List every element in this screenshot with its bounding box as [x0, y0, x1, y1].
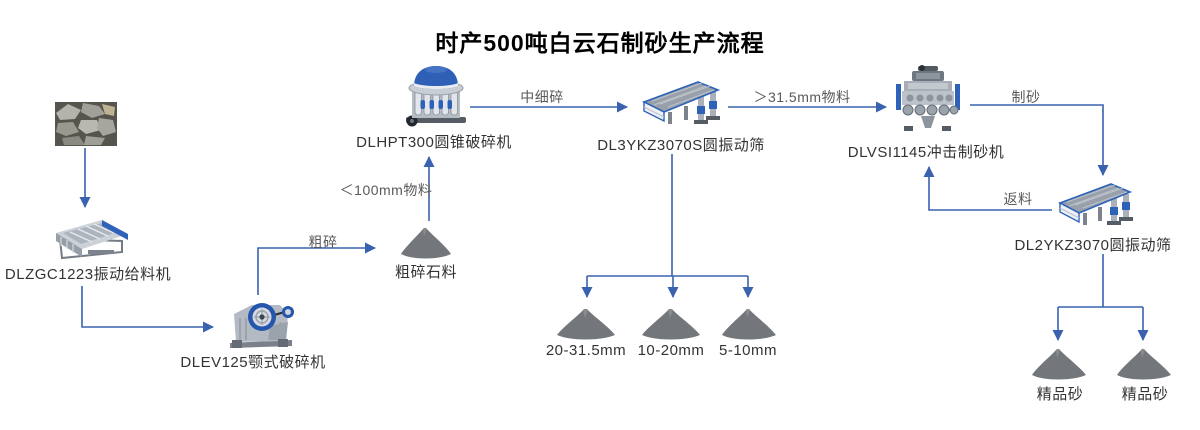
pile-10-20-label: 10-20mm: [637, 342, 705, 359]
connector-screen2-return-vsi: [923, 166, 1052, 211]
flow-label-sand-making: 制砂: [1011, 89, 1041, 105]
cone-crusher-label: DLHPT300圆锥破碎机: [356, 134, 512, 151]
coarse-pile-image: [400, 226, 452, 260]
connector-jaw-to-coarsepile: [257, 242, 376, 295]
cone-crusher-image: [399, 62, 471, 128]
jaw-crusher-label: DLEV125颚式破碎机: [180, 354, 326, 371]
fine-sand-right-label: 精品砂: [1121, 386, 1169, 403]
flow-label-return-material: 返料: [1003, 191, 1033, 207]
raw-material-image: [55, 102, 117, 146]
connector-feeder-to-jaw: [81, 286, 214, 333]
connector-vsi-to-screen2: [970, 104, 1109, 176]
flow-label-over-315mm: ＞31.5mm物料: [753, 89, 851, 105]
sand-maker-image: [892, 64, 964, 136]
screen2-label: DL2YKZ3070圆振动筛: [1014, 237, 1172, 254]
screen2-image: [1056, 176, 1134, 231]
fine-sand-right-image: [1116, 347, 1172, 381]
pile-5-10-image: [721, 307, 777, 341]
pile-5-10-label: 5-10mm: [718, 342, 778, 359]
fine-sand-left-image: [1031, 347, 1087, 381]
flow-label-under-100mm: ＜100mm物料: [339, 182, 433, 198]
jaw-crusher-image: [222, 296, 300, 352]
screen1-image: [640, 74, 722, 130]
flow-label-coarse-crush: 粗碎: [308, 234, 338, 250]
feeder-label: DLZGC1223振动给料机: [4, 266, 172, 283]
screen1-label: DL3YKZ3070S圆振动筛: [597, 137, 765, 154]
feeder-image: [48, 217, 132, 261]
pile-10-20-image: [641, 307, 701, 341]
pile-20-31-label: 20-31.5mm: [545, 342, 627, 359]
coarse-pile-label: 粗碎石料: [394, 264, 458, 281]
sand-maker-label: DLVSI1145冲击制砂机: [847, 144, 1005, 161]
flow-label-medium-fine-crush: 中细碎: [520, 89, 564, 105]
fine-sand-left-label: 精品砂: [1036, 386, 1084, 403]
page-title: 时产500吨白云石制砂生产流程: [435, 30, 765, 56]
pile-20-31-image: [556, 307, 616, 341]
